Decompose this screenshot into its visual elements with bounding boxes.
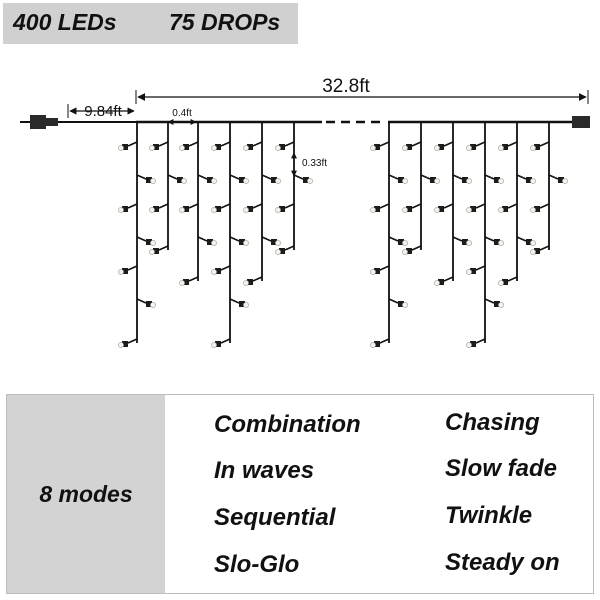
led-bulb-icon — [388, 236, 408, 246]
end-connector-icon — [572, 116, 590, 128]
mode-combination: Combination — [214, 411, 361, 438]
icicle-drop — [466, 122, 504, 348]
led-bulb-icon — [118, 141, 138, 151]
led-bulb-icon — [118, 203, 138, 213]
led-bulb-icon — [149, 203, 169, 213]
led-bulb-icon — [211, 141, 231, 151]
icicle-drop — [530, 122, 568, 255]
led-bulb-icon — [197, 174, 217, 184]
led-bulb-icon — [370, 338, 390, 348]
icicle-drop — [402, 122, 440, 255]
led-bulb-icon — [484, 298, 504, 308]
led-bulb-icon — [229, 236, 249, 246]
modes-title-cell: 8 modes — [7, 395, 165, 593]
icicle-drop — [211, 122, 249, 348]
lead-length-label: 9.84ft — [84, 103, 122, 120]
led-bulb-icon — [167, 174, 187, 184]
icicle-drop — [498, 122, 536, 286]
drop-count-label: 75 DROPs — [169, 9, 281, 35]
led-bulb-icon — [211, 265, 231, 275]
led-bulb-icon — [136, 298, 156, 308]
drop-spacing-label: 0.4ft — [172, 108, 192, 119]
led-bulb-icon — [466, 141, 486, 151]
led-bulb-icon — [402, 203, 422, 213]
led-bulb-icon — [484, 174, 504, 184]
icicle-drop — [275, 122, 313, 255]
icicle-drop — [149, 122, 187, 255]
led-bulb-icon — [484, 236, 504, 246]
modes-panel: 8 modes Combination In waves Sequential … — [6, 394, 594, 594]
mode-sequential: Sequential — [214, 504, 336, 531]
led-spacing-label: 0.33ft — [302, 158, 327, 169]
modes-title: 8 modes — [39, 481, 133, 507]
led-bulb-icon — [118, 265, 138, 275]
led-count-label: 400 LEDs — [13, 9, 117, 35]
icicle-drop — [434, 122, 472, 286]
led-bulb-icon — [434, 276, 454, 286]
led-bulb-icon — [243, 276, 263, 286]
led-bulb-icon — [229, 298, 249, 308]
led-bulb-icon — [149, 141, 169, 151]
led-bulb-icon — [179, 141, 199, 151]
led-bulb-icon — [498, 276, 518, 286]
mode-steady-on: Steady on — [445, 549, 560, 576]
led-bulb-icon — [402, 141, 422, 151]
icicle-drops — [118, 122, 568, 348]
led-bulb-icon — [452, 236, 472, 246]
led-bulb-icon — [434, 203, 454, 213]
led-bulb-icon — [466, 265, 486, 275]
icicle-drop — [370, 122, 408, 348]
mode-slo-glo: Slo-Glo — [214, 551, 300, 578]
led-bulb-icon — [370, 141, 390, 151]
led-bulb-icon — [211, 338, 231, 348]
led-bulb-icon — [275, 203, 295, 213]
led-bulb-icon — [370, 203, 390, 213]
led-bulb-icon — [530, 141, 550, 151]
led-bulb-icon — [498, 141, 518, 151]
led-bulb-icon — [420, 174, 440, 184]
led-bulb-icon — [136, 174, 156, 184]
led-bulb-icon — [530, 245, 550, 255]
icicle-drop — [118, 122, 156, 348]
mode-slow-fade: Slow fade — [445, 455, 558, 482]
led-bulb-icon — [179, 276, 199, 286]
power-plug-icon — [30, 115, 46, 129]
led-bulb-icon — [261, 236, 281, 246]
led-bulb-icon — [275, 141, 295, 151]
led-bulb-icon — [516, 236, 536, 246]
led-bulb-icon — [197, 236, 217, 246]
led-bulb-icon — [466, 203, 486, 213]
icicle-light-diagram: 32.8ft 9.84ft 0.4ft 0.33ft — [20, 76, 590, 348]
led-bulb-icon — [402, 245, 422, 255]
led-bulb-icon — [548, 174, 568, 184]
led-bulb-icon — [211, 203, 231, 213]
led-bulb-icon — [261, 174, 281, 184]
led-bulb-icon — [293, 174, 313, 184]
led-bulb-icon — [118, 338, 138, 348]
led-bulb-icon — [229, 174, 249, 184]
mode-in-waves: In waves — [214, 457, 315, 484]
mode-chasing: Chasing — [445, 409, 540, 436]
led-bulb-icon — [388, 298, 408, 308]
led-bulb-icon — [179, 203, 199, 213]
led-bulb-icon — [388, 174, 408, 184]
led-bulb-icon — [516, 174, 536, 184]
led-bulb-icon — [149, 245, 169, 255]
product-spec-badge: 400 LEDs 75 DROPs — [3, 3, 298, 44]
total-length-label: 32.8ft — [322, 76, 370, 97]
led-bulb-icon — [530, 203, 550, 213]
led-bulb-icon — [434, 141, 454, 151]
led-bulb-icon — [243, 203, 263, 213]
icicle-drop — [243, 122, 281, 286]
led-bulb-icon — [370, 265, 390, 275]
led-bulb-icon — [275, 245, 295, 255]
led-bulb-icon — [498, 203, 518, 213]
led-bulb-icon — [136, 236, 156, 246]
led-bulb-icon — [243, 141, 263, 151]
led-bulb-icon — [466, 338, 486, 348]
mode-twinkle: Twinkle — [445, 502, 533, 529]
led-bulb-icon — [452, 174, 472, 184]
icicle-drop — [179, 122, 217, 286]
